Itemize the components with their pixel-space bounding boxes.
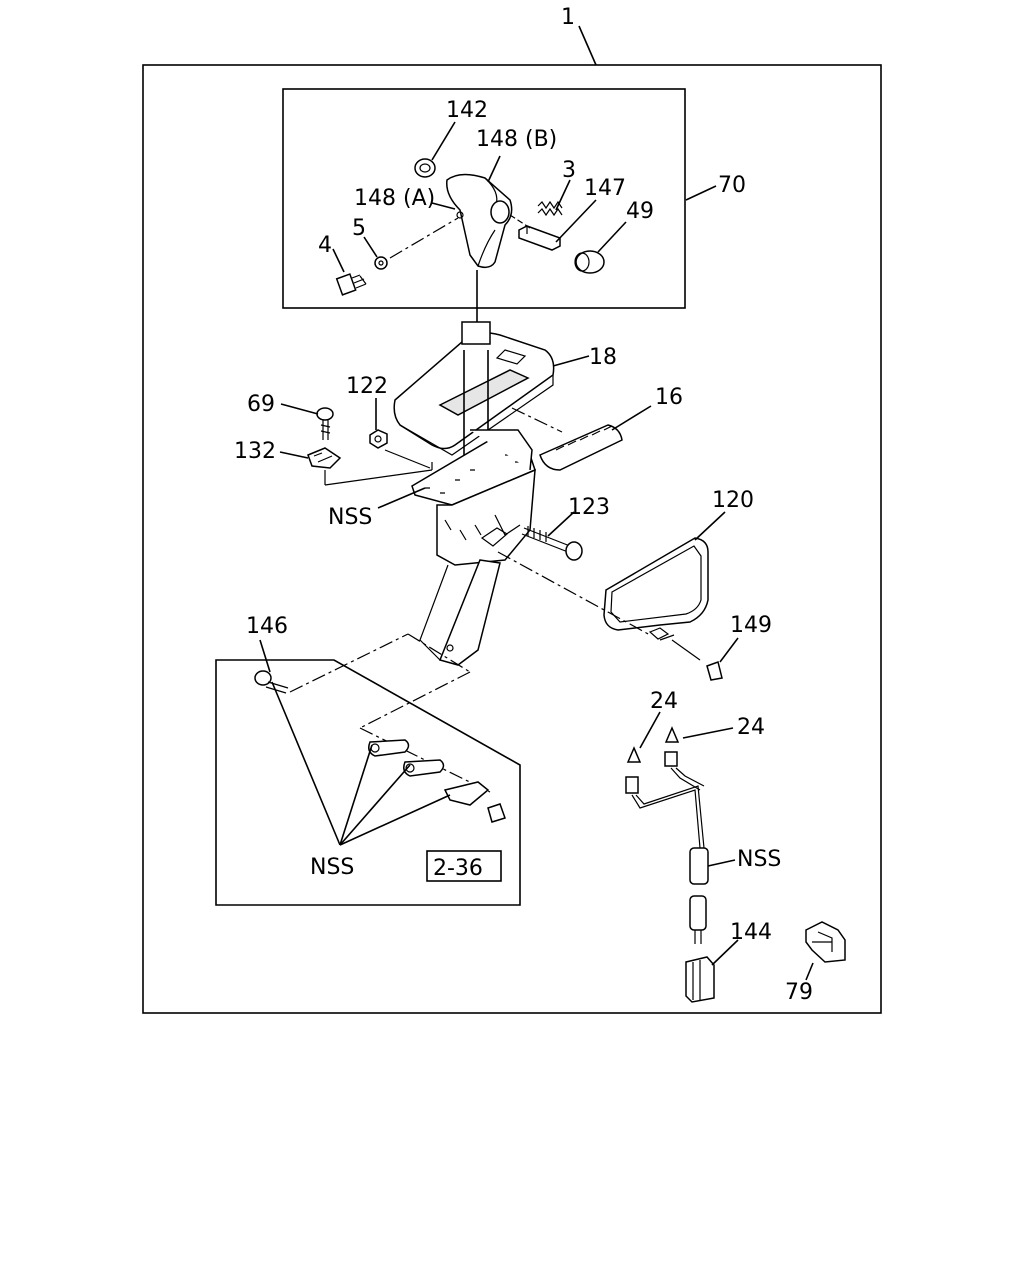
cover-16-part (539, 424, 623, 471)
clip-79-part (805, 921, 846, 963)
screw-69-part (316, 407, 334, 440)
bulb-right-part (664, 726, 680, 767)
bracket-120-part (603, 537, 709, 641)
callout-assembly: 1 (561, 5, 575, 30)
callout-screw-4: 4 (318, 233, 332, 258)
washer-part (374, 256, 388, 270)
callout-bolt-146: 146 (246, 614, 288, 639)
callout-washer: 5 (352, 216, 366, 241)
reference-box (426, 850, 502, 882)
callout-nss-links: NSS (310, 855, 354, 880)
shift-knob-part (446, 173, 513, 269)
spring-part (537, 200, 563, 217)
callout-button: 49 (626, 199, 654, 224)
bulb-left-part (625, 746, 642, 794)
callout-connector-144: 144 (730, 920, 772, 945)
plate-part (518, 225, 561, 251)
clip-149-part (706, 661, 723, 681)
callout-clip-132: 132 (234, 439, 276, 464)
callout-knob-a: 148 (A) (354, 186, 435, 211)
callout-knob-assembly: 70 (718, 173, 746, 198)
callout-ref-box: 2-36 (433, 856, 483, 881)
callout-screw-69: 69 (247, 392, 275, 417)
callout-clip-79: 79 (785, 980, 813, 1005)
wire-harness-part (631, 767, 709, 944)
callout-nut-122: 122 (346, 374, 388, 399)
knob-cap-part (414, 158, 436, 178)
callout-bulb-left: 24 (650, 689, 678, 714)
link-box (215, 659, 521, 906)
callout-knob-b: 148 (B) (476, 127, 557, 152)
screw-4-part (335, 273, 367, 296)
link-parts (368, 739, 506, 823)
connector-144-part (685, 956, 715, 1003)
callout-bolt-123: 123 (568, 495, 610, 520)
bolt-123-part (521, 526, 583, 561)
callout-knob-cap: 142 (446, 98, 488, 123)
callout-bulb-right: 24 (737, 715, 765, 740)
callout-indicator-panel: 18 (589, 345, 617, 370)
clip-132-part (307, 447, 342, 469)
assembly-frame (142, 64, 882, 1014)
callout-plate: 147 (584, 176, 626, 201)
callout-clip-149: 149 (730, 613, 772, 638)
callout-spring: 3 (562, 158, 576, 183)
shift-bracket-part (411, 350, 536, 666)
callout-bracket-120: 120 (712, 488, 754, 513)
button-part (574, 250, 605, 274)
callout-nss-harness: NSS (737, 847, 781, 872)
callout-cover-16: 16 (655, 385, 683, 410)
nut-122-part (369, 429, 388, 449)
callout-nss-bracket: NSS (328, 505, 372, 530)
bolt-146-part (254, 670, 289, 694)
knob-assembly-box (282, 88, 686, 309)
indicator-panel-part (393, 321, 555, 456)
